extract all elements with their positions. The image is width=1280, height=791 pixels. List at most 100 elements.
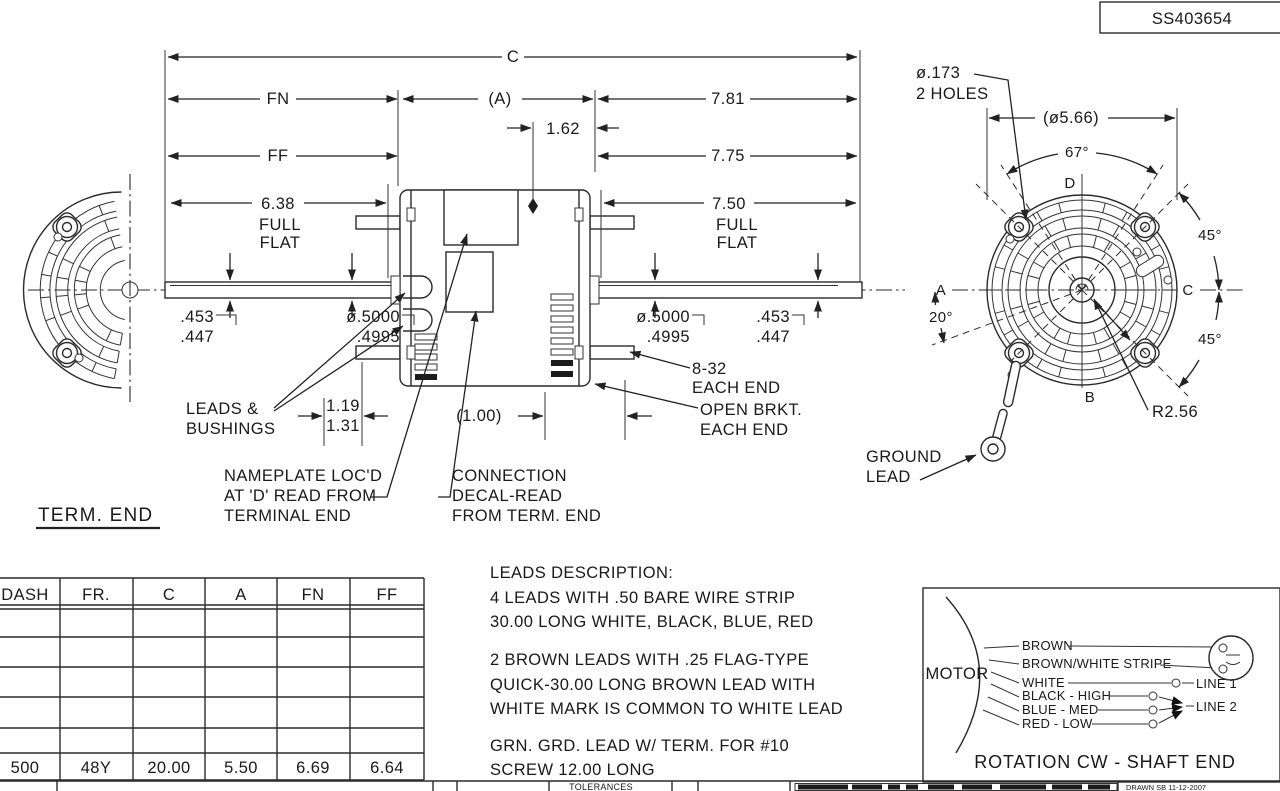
leads-description-line: GRN. GRD. LEAD W/ TERM. FOR #10 bbox=[490, 737, 789, 755]
wire-label-blue: BLUE - MED bbox=[1022, 702, 1098, 717]
doc-number: SS403654 bbox=[1152, 10, 1232, 28]
dim-781-label: 7.81 bbox=[711, 90, 745, 108]
line2-label: LINE 2 bbox=[1196, 699, 1237, 714]
dim-638-label: 6.38 bbox=[261, 195, 295, 213]
decal-note: FROM TERM. END bbox=[452, 507, 601, 525]
vent-slot-oval bbox=[1135, 254, 1165, 278]
angle-45-upper-label: 45° bbox=[1198, 227, 1222, 244]
doc-number-box: SS403654 bbox=[1099, 1, 1280, 34]
dim-750-label: 7.50 bbox=[712, 195, 746, 213]
table-header: C bbox=[163, 586, 175, 604]
nameplate-note: TERMINAL END bbox=[224, 507, 351, 525]
leads-description: LEADS DESCRIPTION: 4 LEADS WITH .50 BARE… bbox=[490, 564, 843, 779]
shaft-flat-dim: .447 bbox=[756, 328, 790, 346]
table-header: FN bbox=[302, 586, 325, 604]
shaft-right bbox=[589, 281, 863, 299]
axis-a-label: A bbox=[936, 282, 946, 299]
leads-description-line: QUICK-30.00 LONG BROWN LEAD WITH bbox=[490, 676, 815, 694]
wire-label-brown-white: BROWN/WHITE STRIPE bbox=[1022, 656, 1172, 671]
stud-note: EACH END bbox=[692, 379, 780, 397]
axis-c-label: C bbox=[1182, 282, 1193, 299]
wire-label-black: BLACK - HIGH bbox=[1022, 688, 1111, 703]
table-cell: 20.00 bbox=[147, 759, 190, 777]
tolerances-label: TOLERANCES bbox=[569, 782, 633, 791]
leads-bushings-note: BUSHINGS bbox=[186, 420, 275, 438]
table-cell: 6.69 bbox=[296, 759, 330, 777]
wire-label-red: RED - LOW bbox=[1022, 716, 1093, 731]
table-header: FR. bbox=[82, 586, 110, 604]
nameplate-note: AT 'D' READ FROM bbox=[224, 487, 376, 505]
table-header: FF bbox=[377, 586, 398, 604]
line1-terminal bbox=[1171, 678, 1181, 688]
lead-bushing bbox=[403, 308, 433, 332]
table-cell: 6.64 bbox=[370, 759, 404, 777]
motor-label: MOTOR bbox=[925, 665, 988, 683]
motor-housing-arc bbox=[945, 596, 981, 754]
speed-terminal bbox=[1148, 719, 1158, 729]
decal-note: DECAL-READ bbox=[452, 487, 562, 505]
angle-45-lower-label: 45° bbox=[1198, 331, 1222, 348]
wire-label-white: WHITE bbox=[1022, 675, 1065, 690]
terminal-end-vents bbox=[39, 200, 123, 380]
shaft-flat-dim: .453 bbox=[756, 308, 790, 326]
shaft-dia-dim: .4995 bbox=[647, 328, 690, 346]
dim-162-label: 1.62 bbox=[546, 120, 580, 138]
dimension-lines bbox=[167, 53, 858, 420]
mounting-stud bbox=[355, 215, 401, 230]
table-cell: 500 bbox=[11, 759, 40, 777]
dimension-table: DASH FR. C A FN FF 500 48Y 20.00 5.50 6.… bbox=[0, 577, 425, 781]
dim-fn-label: FN bbox=[267, 90, 290, 108]
terminal-end-view-label: TERM. END bbox=[38, 505, 153, 526]
shaft-left bbox=[164, 281, 401, 299]
stud-note: 8-32 bbox=[692, 360, 727, 378]
dim-775-label: 7.75 bbox=[711, 147, 745, 165]
shaft-flat-dim: .447 bbox=[180, 328, 214, 346]
radius-dim-label: R2.56 bbox=[1152, 403, 1198, 421]
angle-67-label: 67° bbox=[1065, 144, 1089, 161]
ground-lead-note: LEAD bbox=[866, 468, 911, 486]
speed-terminal bbox=[1148, 691, 1158, 701]
nameplate bbox=[443, 189, 519, 246]
bolt-circle-dim: (ø5.66) bbox=[1043, 109, 1099, 127]
drawn-note: DRAWN SB 11-12-2007 bbox=[1126, 783, 1206, 791]
full-flat-note: FLAT bbox=[260, 234, 301, 252]
bracket-note: OPEN BRKT. bbox=[700, 401, 802, 419]
leader-lines bbox=[273, 233, 699, 498]
rotation-note: ROTATION CW - SHAFT END bbox=[974, 752, 1235, 772]
speed-terminal bbox=[1148, 705, 1158, 715]
table-header: A bbox=[235, 586, 246, 604]
table-cell: 5.50 bbox=[224, 759, 258, 777]
full-flat-note: FLAT bbox=[717, 234, 758, 252]
table-cell: 48Y bbox=[81, 759, 112, 777]
dim-119-label: 1.19 bbox=[326, 397, 360, 415]
end-view-dimensions bbox=[919, 73, 1223, 481]
full-flat-note: FULL bbox=[259, 216, 301, 234]
hole-dia-note: ø.173 bbox=[916, 64, 960, 82]
title-block-strip: TOLERANCES DRAWN SB 11-12-2007 bbox=[0, 780, 1280, 791]
axis-d-label: D bbox=[1064, 175, 1075, 192]
ground-lead bbox=[980, 360, 1022, 462]
leads-description-line: 2 BROWN LEADS WITH .25 FLAG-TYPE bbox=[490, 651, 809, 669]
shaft-dia-dim: ø.5000 bbox=[346, 308, 400, 326]
leads-description-line: WHITE MARK IS COMMON TO WHITE LEAD bbox=[490, 700, 843, 718]
datum-marker bbox=[528, 198, 538, 214]
hole-dia-note: 2 HOLES bbox=[916, 85, 989, 103]
axis-b-label: B bbox=[1085, 389, 1095, 406]
decal-note: CONNECTION bbox=[452, 467, 567, 485]
lead-bushing bbox=[403, 275, 433, 299]
line1-label: LINE 1 bbox=[1196, 676, 1237, 691]
dim-100-label: (1.00) bbox=[456, 407, 502, 425]
dim-c-label: C bbox=[507, 48, 519, 66]
wiring-diagram: MOTOR BROWN BROWN/WHITE STRIPE WHITE BLA… bbox=[922, 587, 1280, 783]
shaft-dia-dim: .4995 bbox=[357, 328, 400, 346]
leads-description-line: SCREW 12.00 LONG bbox=[490, 761, 655, 779]
dim-ff-label: FF bbox=[268, 147, 289, 165]
leads-description-title: LEADS DESCRIPTION: bbox=[490, 564, 673, 582]
leads-description-line: 30.00 LONG WHITE, BLACK, BLUE, RED bbox=[490, 613, 814, 631]
leads-description-line: 4 LEADS WITH .50 BARE WIRE STRIP bbox=[490, 589, 795, 607]
motor-side-view bbox=[164, 189, 863, 387]
angle-20-label: 20° bbox=[929, 309, 953, 326]
terminal-end-bolts bbox=[52, 212, 82, 368]
dim-a-label: (A) bbox=[488, 90, 511, 108]
